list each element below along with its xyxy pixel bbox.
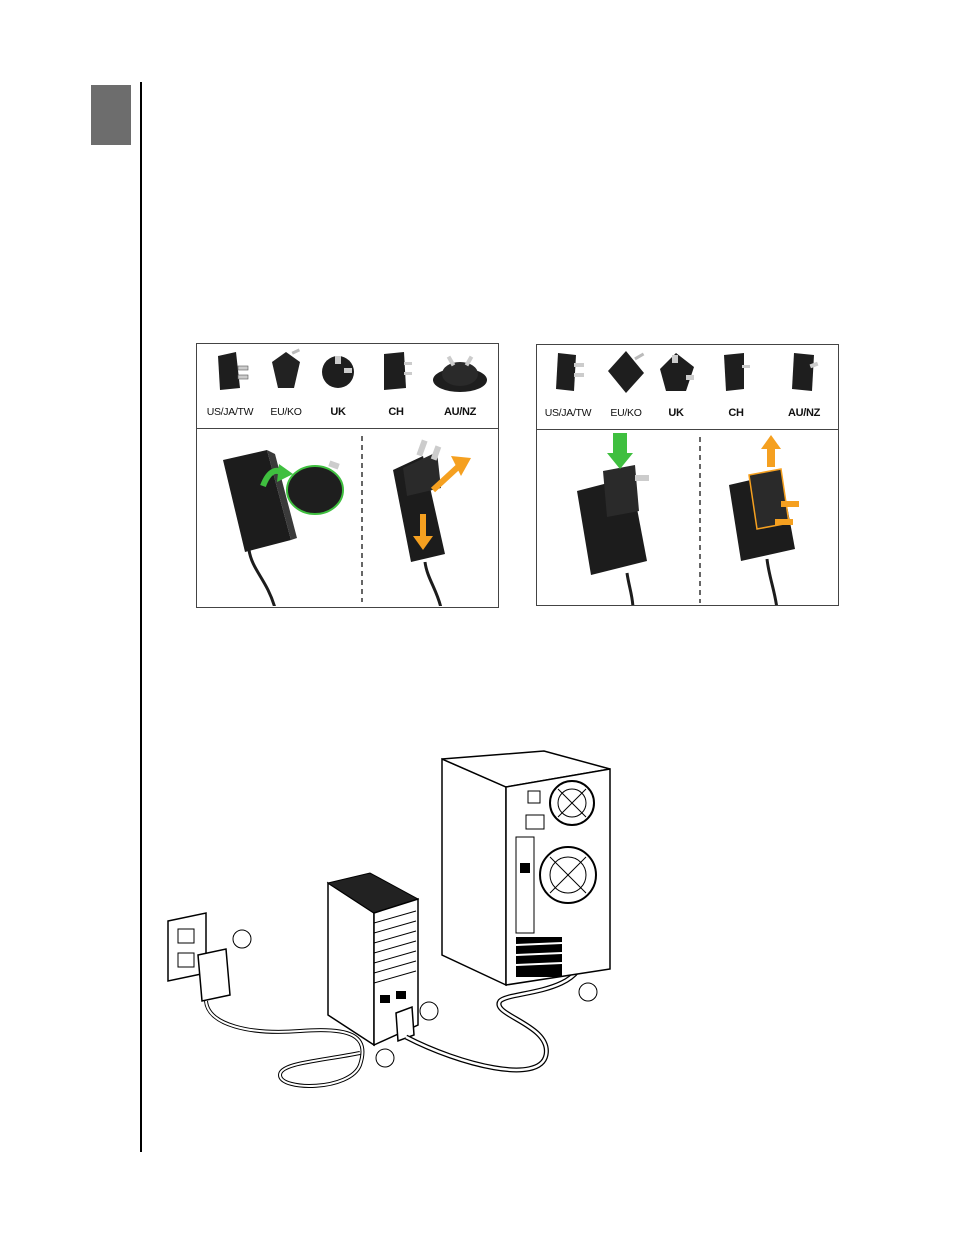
plug-au: AU/NZ [775,349,833,425]
eu-plug-icon [604,349,648,395]
adapter-body-install [577,433,649,606]
plug-label: AU/NZ [775,407,833,419]
adapter-body-remove [393,439,471,606]
plug-eu: EU/KO [257,348,315,424]
au-plug-icon [431,348,489,394]
plug-uk: UK [309,348,367,424]
computer-tower [442,751,610,985]
callout-marker [233,930,251,948]
plug-types-row: US/JA/TW EU/KO UK CH [197,344,498,429]
ch-plug-icon [716,349,756,395]
plug-ch: CH [367,348,425,424]
callout-marker [420,1002,438,1020]
adapter-steps [197,430,498,606]
plug-types-row: US/JA/TW EU/KO UK CH [537,345,838,430]
plug-us: US/JA/TW [539,349,597,425]
plug-label: AU/NZ [431,406,489,418]
plug-au: AU/NZ [431,348,489,424]
us-plug-icon [548,349,588,395]
uk-plug-icon [318,348,358,394]
callout-marker [376,1049,394,1067]
adapter-install-figure-a: US/JA/TW EU/KO UK CH [196,343,499,608]
au-plug-icon [784,349,824,395]
adapter-install-steps-illustration [197,430,497,606]
drive-connection-diagram [160,745,620,1105]
plug-label: US/JA/TW [201,406,259,418]
plug-us: US/JA/TW [201,348,259,424]
plug-label: US/JA/TW [539,407,597,419]
plug-label: CH [707,407,765,419]
plug-label: UK [647,407,705,419]
connection-illustration [160,745,620,1105]
plug-label: UK [309,406,367,418]
eu-plug-icon [266,348,306,394]
adapter-install-steps-illustration [537,431,837,606]
ch-plug-icon [376,348,416,394]
uk-plug-icon [654,349,698,395]
callout-marker [579,983,597,1001]
adapter-install-figure-b: US/JA/TW EU/KO UK CH [536,344,839,606]
adapter-body-remove [729,435,799,606]
plug-uk: UK [647,349,705,425]
chapter-tab [91,85,131,145]
us-plug-icon [210,348,250,394]
margin-rule [140,82,142,1152]
plug-label: CH [367,406,425,418]
plug-label: EU/KO [257,406,315,418]
adapter-steps [537,431,838,606]
adapter-body-install [223,450,343,606]
external-drive [328,873,418,1045]
plug-ch: CH [707,349,765,425]
